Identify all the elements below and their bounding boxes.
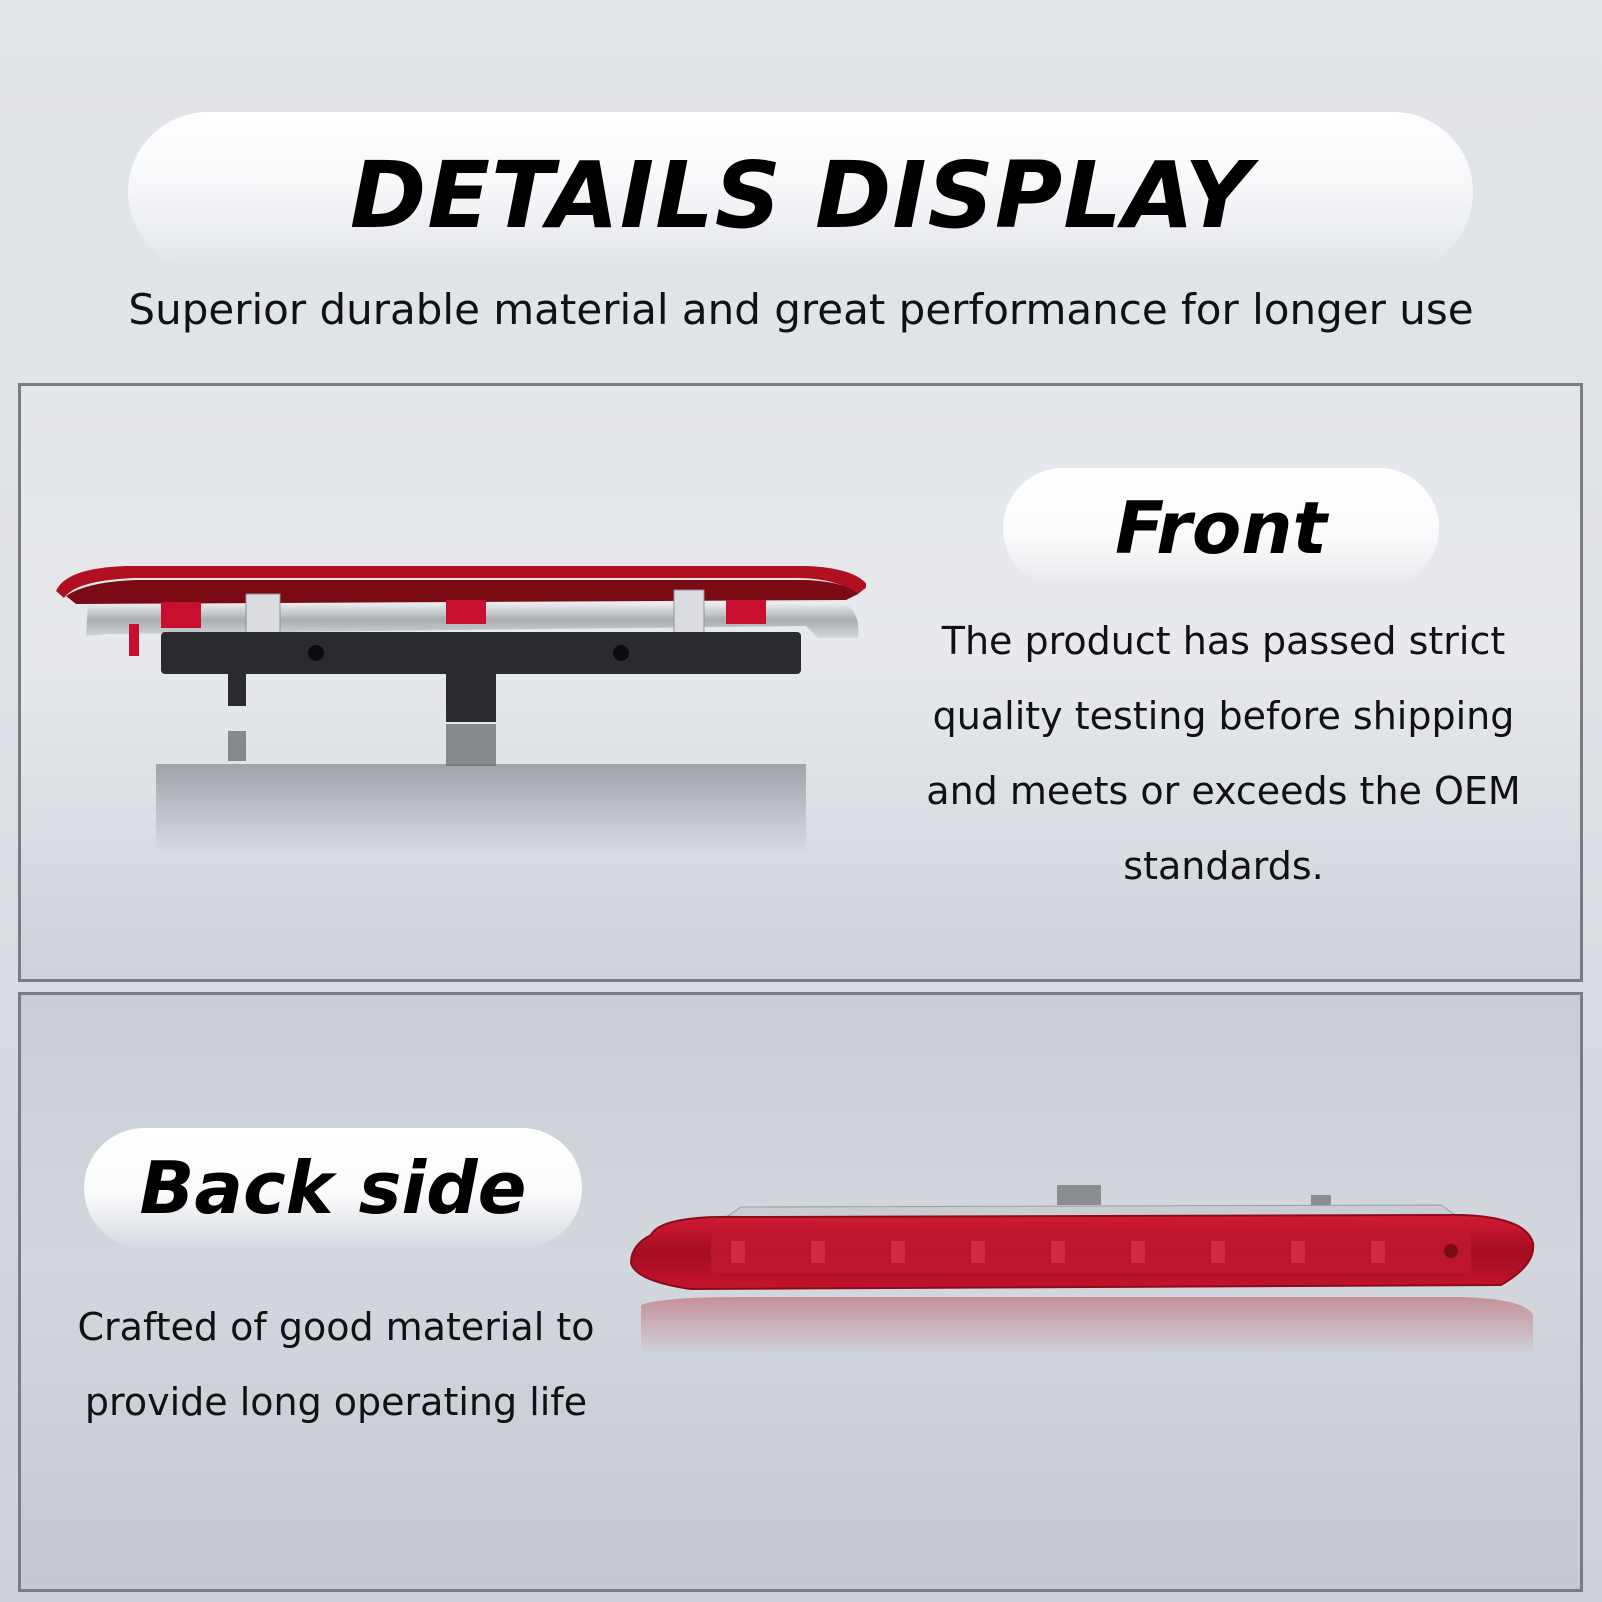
- back-panel: Back side Crafted of good material to pr…: [18, 992, 1583, 1592]
- front-lamp-image: [56, 566, 866, 854]
- page-title: DETAILS DISPLAY: [349, 142, 1253, 249]
- front-label: Front: [1115, 486, 1327, 570]
- front-description: The product has passed strict quality te…: [926, 619, 1521, 888]
- back-description: Crafted of good material to provide long…: [77, 1305, 595, 1424]
- front-panel: Front The product has passed strict qual…: [18, 383, 1583, 982]
- title-banner: [128, 112, 1473, 272]
- back-label-pill: Back side: [84, 1128, 582, 1248]
- front-label-pill: Front: [1003, 468, 1439, 588]
- page-subtitle: Superior durable material and great perf…: [128, 285, 1474, 334]
- back-lamp-image: [629, 1185, 1535, 1355]
- back-label: Back side: [139, 1146, 527, 1230]
